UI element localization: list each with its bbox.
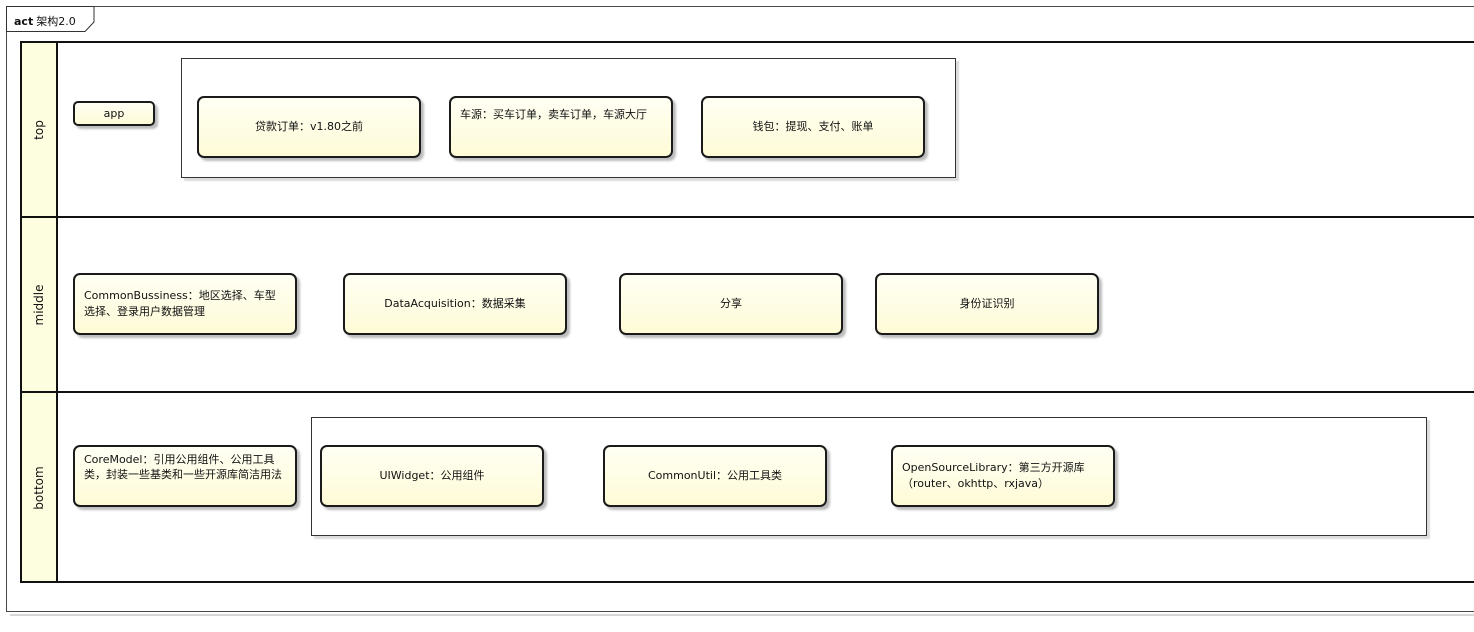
id-card-label: 身份证识别 (959, 297, 1015, 310)
ui-widget-node[interactable]: UIWidget：公用组件 (320, 445, 544, 507)
open-source-label: OpenSourceLibrary：第三方开源库（router、okhttp、r… (902, 461, 1085, 490)
lanes-bottom-border (20, 581, 1474, 583)
swimlanes: top middle bottom (20, 41, 1474, 583)
lane-header-bottom: bottom (20, 393, 58, 583)
car-source-label: 车源：买车订单，卖车订单，车源大厅 (460, 108, 647, 121)
app-node-label: app (103, 106, 125, 120)
diagram-frame (6, 6, 1474, 612)
top-module-group (181, 58, 956, 178)
frame-keyword: act (14, 15, 34, 28)
lane-header-middle: middle (20, 218, 58, 392)
lane-middle: middle (20, 216, 1474, 392)
lane-label-middle: middle (32, 284, 46, 326)
loan-orders-node[interactable]: 贷款订单：v1.80之前 (197, 96, 421, 158)
bottom-module-group (311, 417, 1427, 536)
common-business-label: CommonBussiness：地区选择、车型选择、登录用户数据管理 (84, 289, 276, 318)
common-util-label: CommonUtil：公用工具类 (647, 469, 783, 482)
lane-bottom: bottom (20, 391, 1474, 583)
share-node[interactable]: 分享 (619, 273, 843, 335)
ui-widget-label: UIWidget：公用组件 (379, 469, 485, 482)
open-source-node[interactable]: OpenSourceLibrary：第三方开源库（router、okhttp、r… (891, 445, 1115, 507)
lane-label-bottom: bottom (32, 466, 46, 510)
frame-shadow (10, 10, 1474, 616)
share-label: 分享 (720, 297, 742, 310)
lane-top: top (20, 41, 1474, 217)
core-model-label: CoreModel：引用公用组件、公用工具类，封装一些基类和一些开源库简洁用法 (84, 453, 282, 481)
common-util-node[interactable]: CommonUtil：公用工具类 (603, 445, 827, 507)
frame-name: 架构2.0 (36, 15, 76, 28)
core-model-node[interactable]: CoreModel：引用公用组件、公用工具类，封装一些基类和一些开源库简洁用法 (73, 445, 297, 507)
car-source-node[interactable]: 车源：买车订单，卖车订单，车源大厅 (449, 96, 673, 158)
lane-header-top: top (20, 43, 58, 217)
common-business-node[interactable]: CommonBussiness：地区选择、车型选择、登录用户数据管理 (73, 273, 297, 335)
loan-orders-label: 贷款订单：v1.80之前 (254, 120, 363, 133)
app-node[interactable]: app (73, 101, 155, 126)
wallet-label: 钱包：提现、支付、账单 (752, 120, 874, 133)
data-acquisition-label: DataAcquisition：数据采集 (384, 297, 526, 310)
lane-label-top: top (32, 120, 46, 140)
data-acquisition-node[interactable]: DataAcquisition：数据采集 (343, 273, 567, 335)
id-card-node[interactable]: 身份证识别 (875, 273, 1099, 335)
wallet-node[interactable]: 钱包：提现、支付、账单 (701, 96, 925, 158)
